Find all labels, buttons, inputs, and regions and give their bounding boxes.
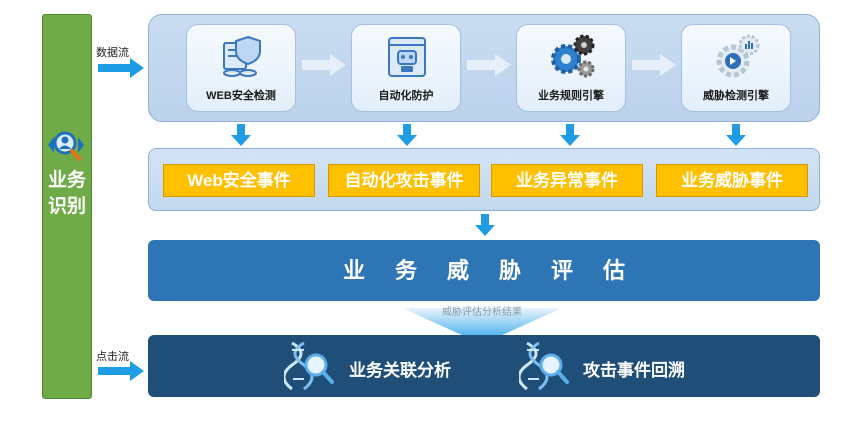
- card-label: WEB安全检测: [206, 90, 276, 102]
- threat-assessment-title: 业务威胁评估: [342, 258, 655, 283]
- data-flow-arrow: [98, 58, 144, 78]
- dna-search-icon: [519, 341, 569, 391]
- assessment-result-funnel: [402, 308, 562, 336]
- down-arrow-assessment: [475, 214, 495, 236]
- down-arrow-2: [397, 124, 417, 146]
- business-threat-event: 业务威胁事件: [656, 164, 808, 197]
- assessment-result-caption: 威胁评估分析结果: [442, 307, 522, 318]
- shield-server-icon: [223, 35, 261, 77]
- gears-icon: [551, 34, 595, 78]
- robot-browser-icon: [388, 37, 426, 77]
- business-rule-engine-card: 业务规则引擎: [516, 24, 626, 112]
- card-label: 自动化防护: [378, 90, 434, 102]
- data-flow-label: 数据流: [96, 47, 129, 59]
- flow-arrow-2: [467, 54, 511, 76]
- click-flow-arrow: [98, 361, 144, 381]
- down-arrow-4: [726, 124, 746, 146]
- gear-chart-icon: [716, 34, 760, 78]
- web-security-event: Web安全事件: [163, 164, 315, 197]
- left-bar-title: 业务识别: [47, 170, 86, 217]
- analysis-panel: [148, 335, 820, 397]
- card-label: 威胁检测引擎: [703, 90, 769, 102]
- flow-arrow-3: [632, 54, 676, 76]
- threat-detection-engine-card: 威胁检测引擎: [681, 24, 791, 112]
- business-identification-bar: [42, 14, 92, 399]
- automation-protection-card: 自动化防护: [351, 24, 461, 112]
- automation-attack-event: 自动化攻击事件: [328, 164, 480, 197]
- business-anomaly-event: 业务异常事件: [491, 164, 643, 197]
- dna-search-icon: [284, 341, 334, 391]
- flow-arrow-1: [302, 54, 346, 76]
- attack-event-tracing-label: 攻击事件回溯: [583, 361, 685, 380]
- web-security-detection-card: WEB安全检测: [186, 24, 296, 112]
- down-arrow-3: [560, 124, 580, 146]
- magnifier-user-icon: [48, 131, 84, 161]
- down-arrow-1: [231, 124, 251, 146]
- business-correlation-analysis-label: 业务关联分析: [349, 361, 451, 380]
- card-label: 业务规则引擎: [538, 90, 604, 102]
- threat-assessment-bar: [148, 240, 820, 301]
- click-flow-label: 点击流: [96, 351, 129, 363]
